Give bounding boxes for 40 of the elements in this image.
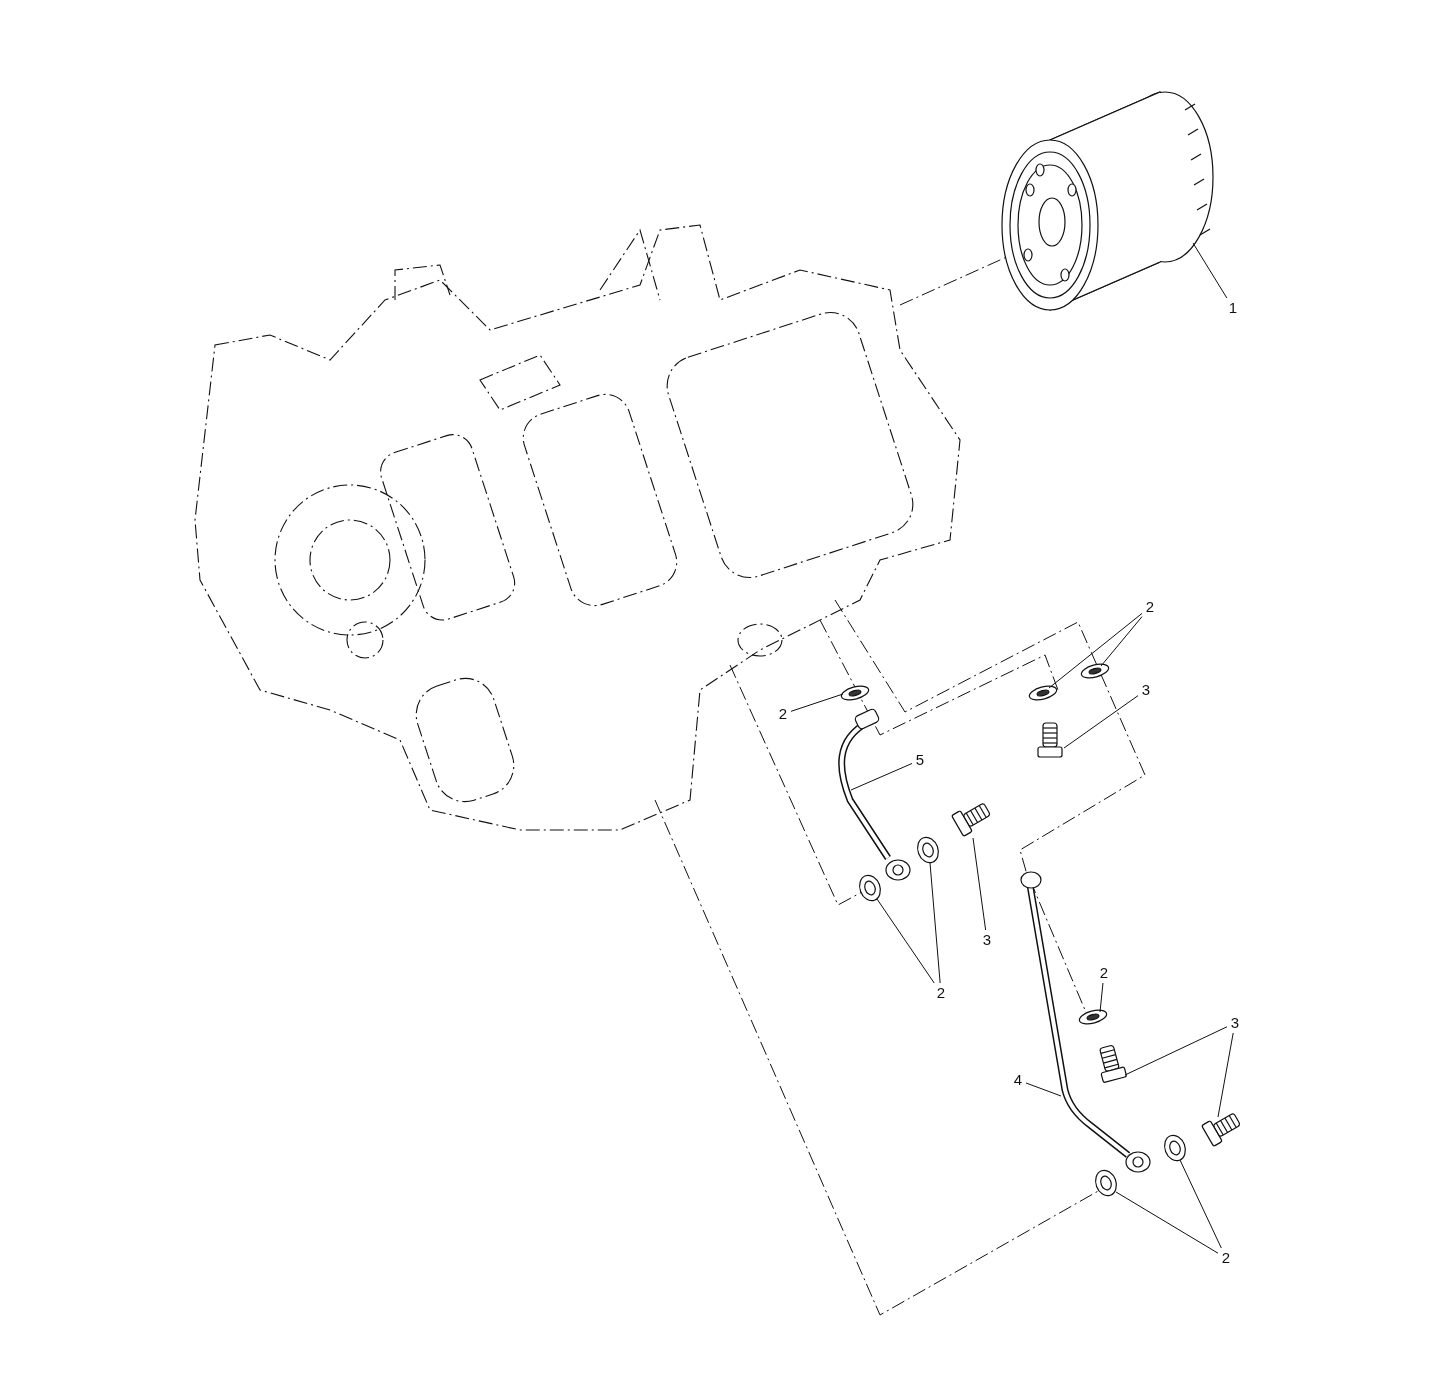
bolt-drawing xyxy=(1201,1112,1242,1147)
leader-line xyxy=(876,898,935,984)
leader-line xyxy=(972,837,987,931)
oil-line-drawing xyxy=(838,707,911,881)
washer-drawing xyxy=(1164,1134,1186,1162)
washer-drawing xyxy=(840,685,870,701)
callout-number: 2 xyxy=(1143,598,1157,616)
washer-drawing xyxy=(1028,685,1058,701)
leader-line xyxy=(790,693,844,712)
washer-drawing xyxy=(1095,1169,1117,1197)
washer-drawing xyxy=(859,874,881,902)
leader-line xyxy=(1124,1026,1228,1076)
leader-line xyxy=(1100,616,1143,667)
bolt-drawing xyxy=(1098,1044,1128,1084)
leader-line xyxy=(1048,612,1143,689)
callout-number: 2 xyxy=(934,984,948,1002)
leader-line xyxy=(1115,1191,1219,1254)
callout-number: 3 xyxy=(980,931,994,949)
leader-line xyxy=(1099,982,1104,1013)
leader-line xyxy=(929,862,941,984)
washer-drawing xyxy=(917,836,939,864)
callout-number: 4 xyxy=(1011,1071,1025,1089)
leader-line xyxy=(1217,1032,1234,1118)
oil-line-drawing xyxy=(1020,871,1151,1173)
callout-number: 5 xyxy=(913,751,927,769)
bolt-drawing xyxy=(1037,722,1063,758)
leader-line xyxy=(850,763,913,791)
callout-number: 2 xyxy=(776,705,790,723)
callout-number: 3 xyxy=(1139,681,1153,699)
leader-line xyxy=(1025,1082,1062,1097)
oil-filter-drawing xyxy=(1001,91,1214,311)
washer-drawing xyxy=(1080,663,1110,679)
bolt-drawing xyxy=(951,802,992,837)
callout-number: 3 xyxy=(1228,1014,1242,1032)
callout-number: 2 xyxy=(1219,1249,1233,1267)
leader-line xyxy=(1179,1159,1222,1249)
callout-number: 1 xyxy=(1226,299,1240,317)
leader-line xyxy=(1192,242,1228,299)
leader-line xyxy=(1063,695,1139,749)
callout-number: 2 xyxy=(1097,964,1111,982)
